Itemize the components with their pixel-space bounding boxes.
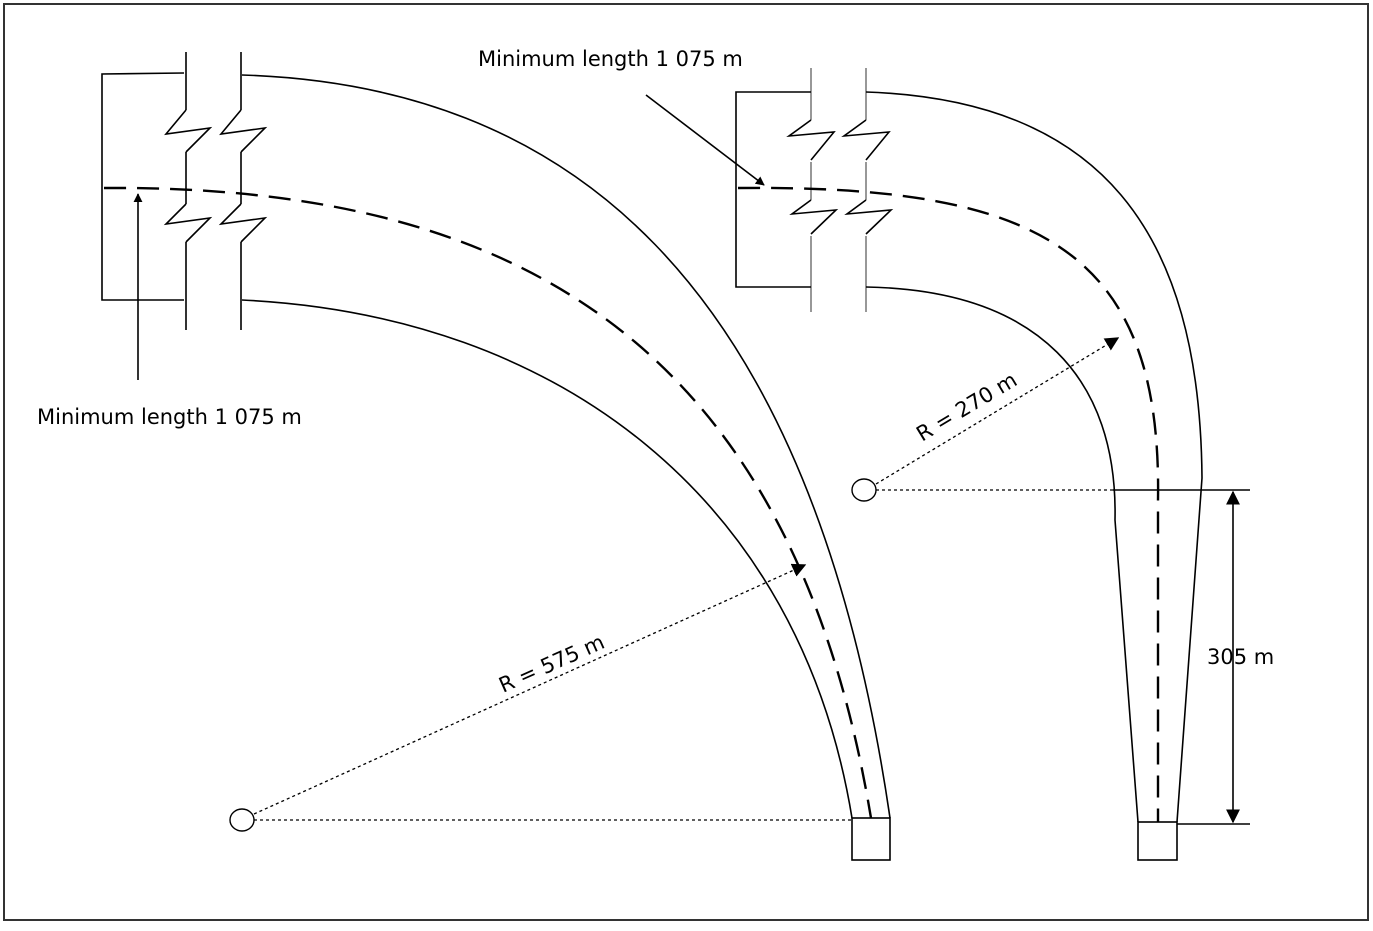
left-radius-centre <box>229 808 255 832</box>
right-ramp-landing-box <box>1137 821 1178 861</box>
left-radius-label: R = 575 m <box>495 630 608 698</box>
right-min-length-label: Minimum length 1 075 m <box>478 47 743 71</box>
left-radius-line <box>253 563 807 815</box>
right-ramp-inner-edge <box>865 286 1139 823</box>
right-ramp-break-lines <box>780 119 900 236</box>
left-ramp-centreline <box>103 186 873 819</box>
right-ramp-centreline <box>737 186 1160 822</box>
right-radius-line <box>875 337 1120 485</box>
right-ramp <box>645 68 1250 861</box>
left-ramp-inner-edge <box>241 299 853 819</box>
figure-frame <box>3 3 1369 921</box>
left-ramp-landing-box <box>851 817 891 861</box>
left-min-length-label: Minimum length 1 075 m <box>37 405 302 429</box>
left-ramp-end-box <box>101 72 185 301</box>
right-min-length-arrow <box>645 94 765 186</box>
right-radius-centre <box>851 478 877 502</box>
right-ramp-end-box <box>735 91 811 288</box>
left-ramp-break-lines <box>163 52 268 330</box>
left-ramp-outer-edge <box>241 74 891 819</box>
vertical-dimension-label: 305 m <box>1207 645 1274 669</box>
left-ramp <box>101 52 891 861</box>
right-ramp-outer-edge <box>865 91 1203 823</box>
